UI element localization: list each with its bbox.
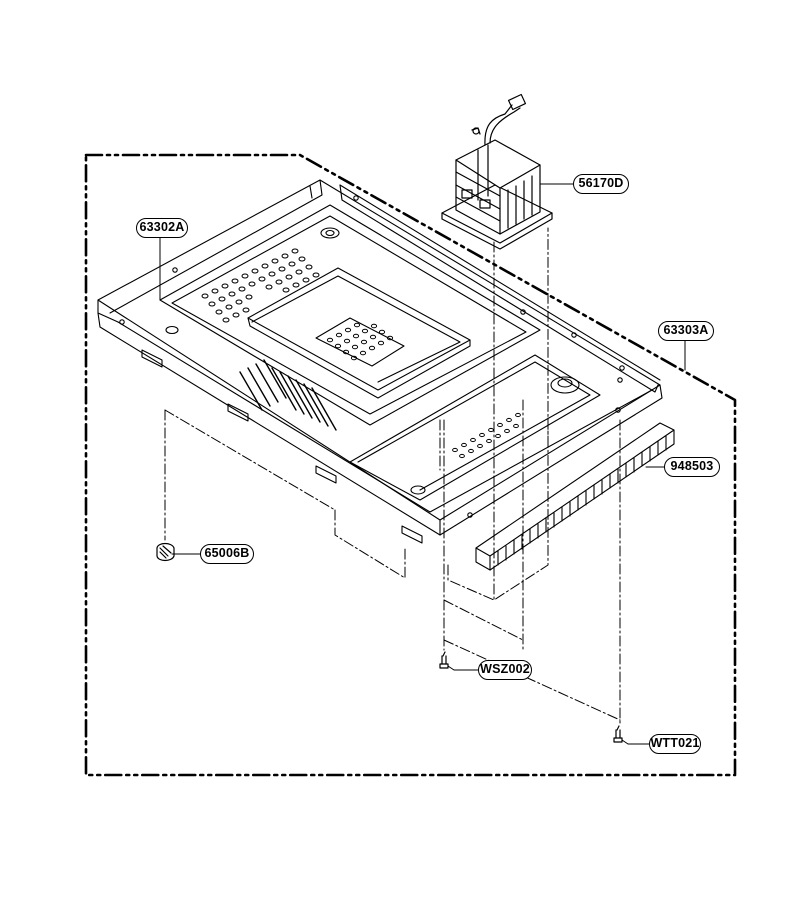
perforation-pattern-right <box>452 412 521 459</box>
assembly-lines <box>164 227 621 726</box>
perforation-pattern-centre <box>326 322 394 361</box>
leader-lines <box>159 183 686 745</box>
callout-WSZ002: WSZ002 <box>478 660 532 680</box>
callout-65006B: 65006B <box>200 544 254 564</box>
assembly-boundary <box>84 153 737 777</box>
callout-WTT021: WTT021 <box>649 734 701 754</box>
transformer-drawing <box>441 93 553 250</box>
callout-63302A: 63302A <box>136 218 188 238</box>
callout-948503: 948503 <box>664 457 720 477</box>
perforation-pattern-left <box>201 248 320 323</box>
callout-56170D: 56170D <box>573 174 629 194</box>
callout-63303A: 63303A <box>658 321 714 341</box>
rubber-foot-drawing <box>156 542 175 562</box>
base-plate-drawing <box>97 179 663 544</box>
vent-slots <box>239 359 337 431</box>
screw-drawings <box>439 651 623 743</box>
cushion-strip-drawing <box>475 422 675 571</box>
